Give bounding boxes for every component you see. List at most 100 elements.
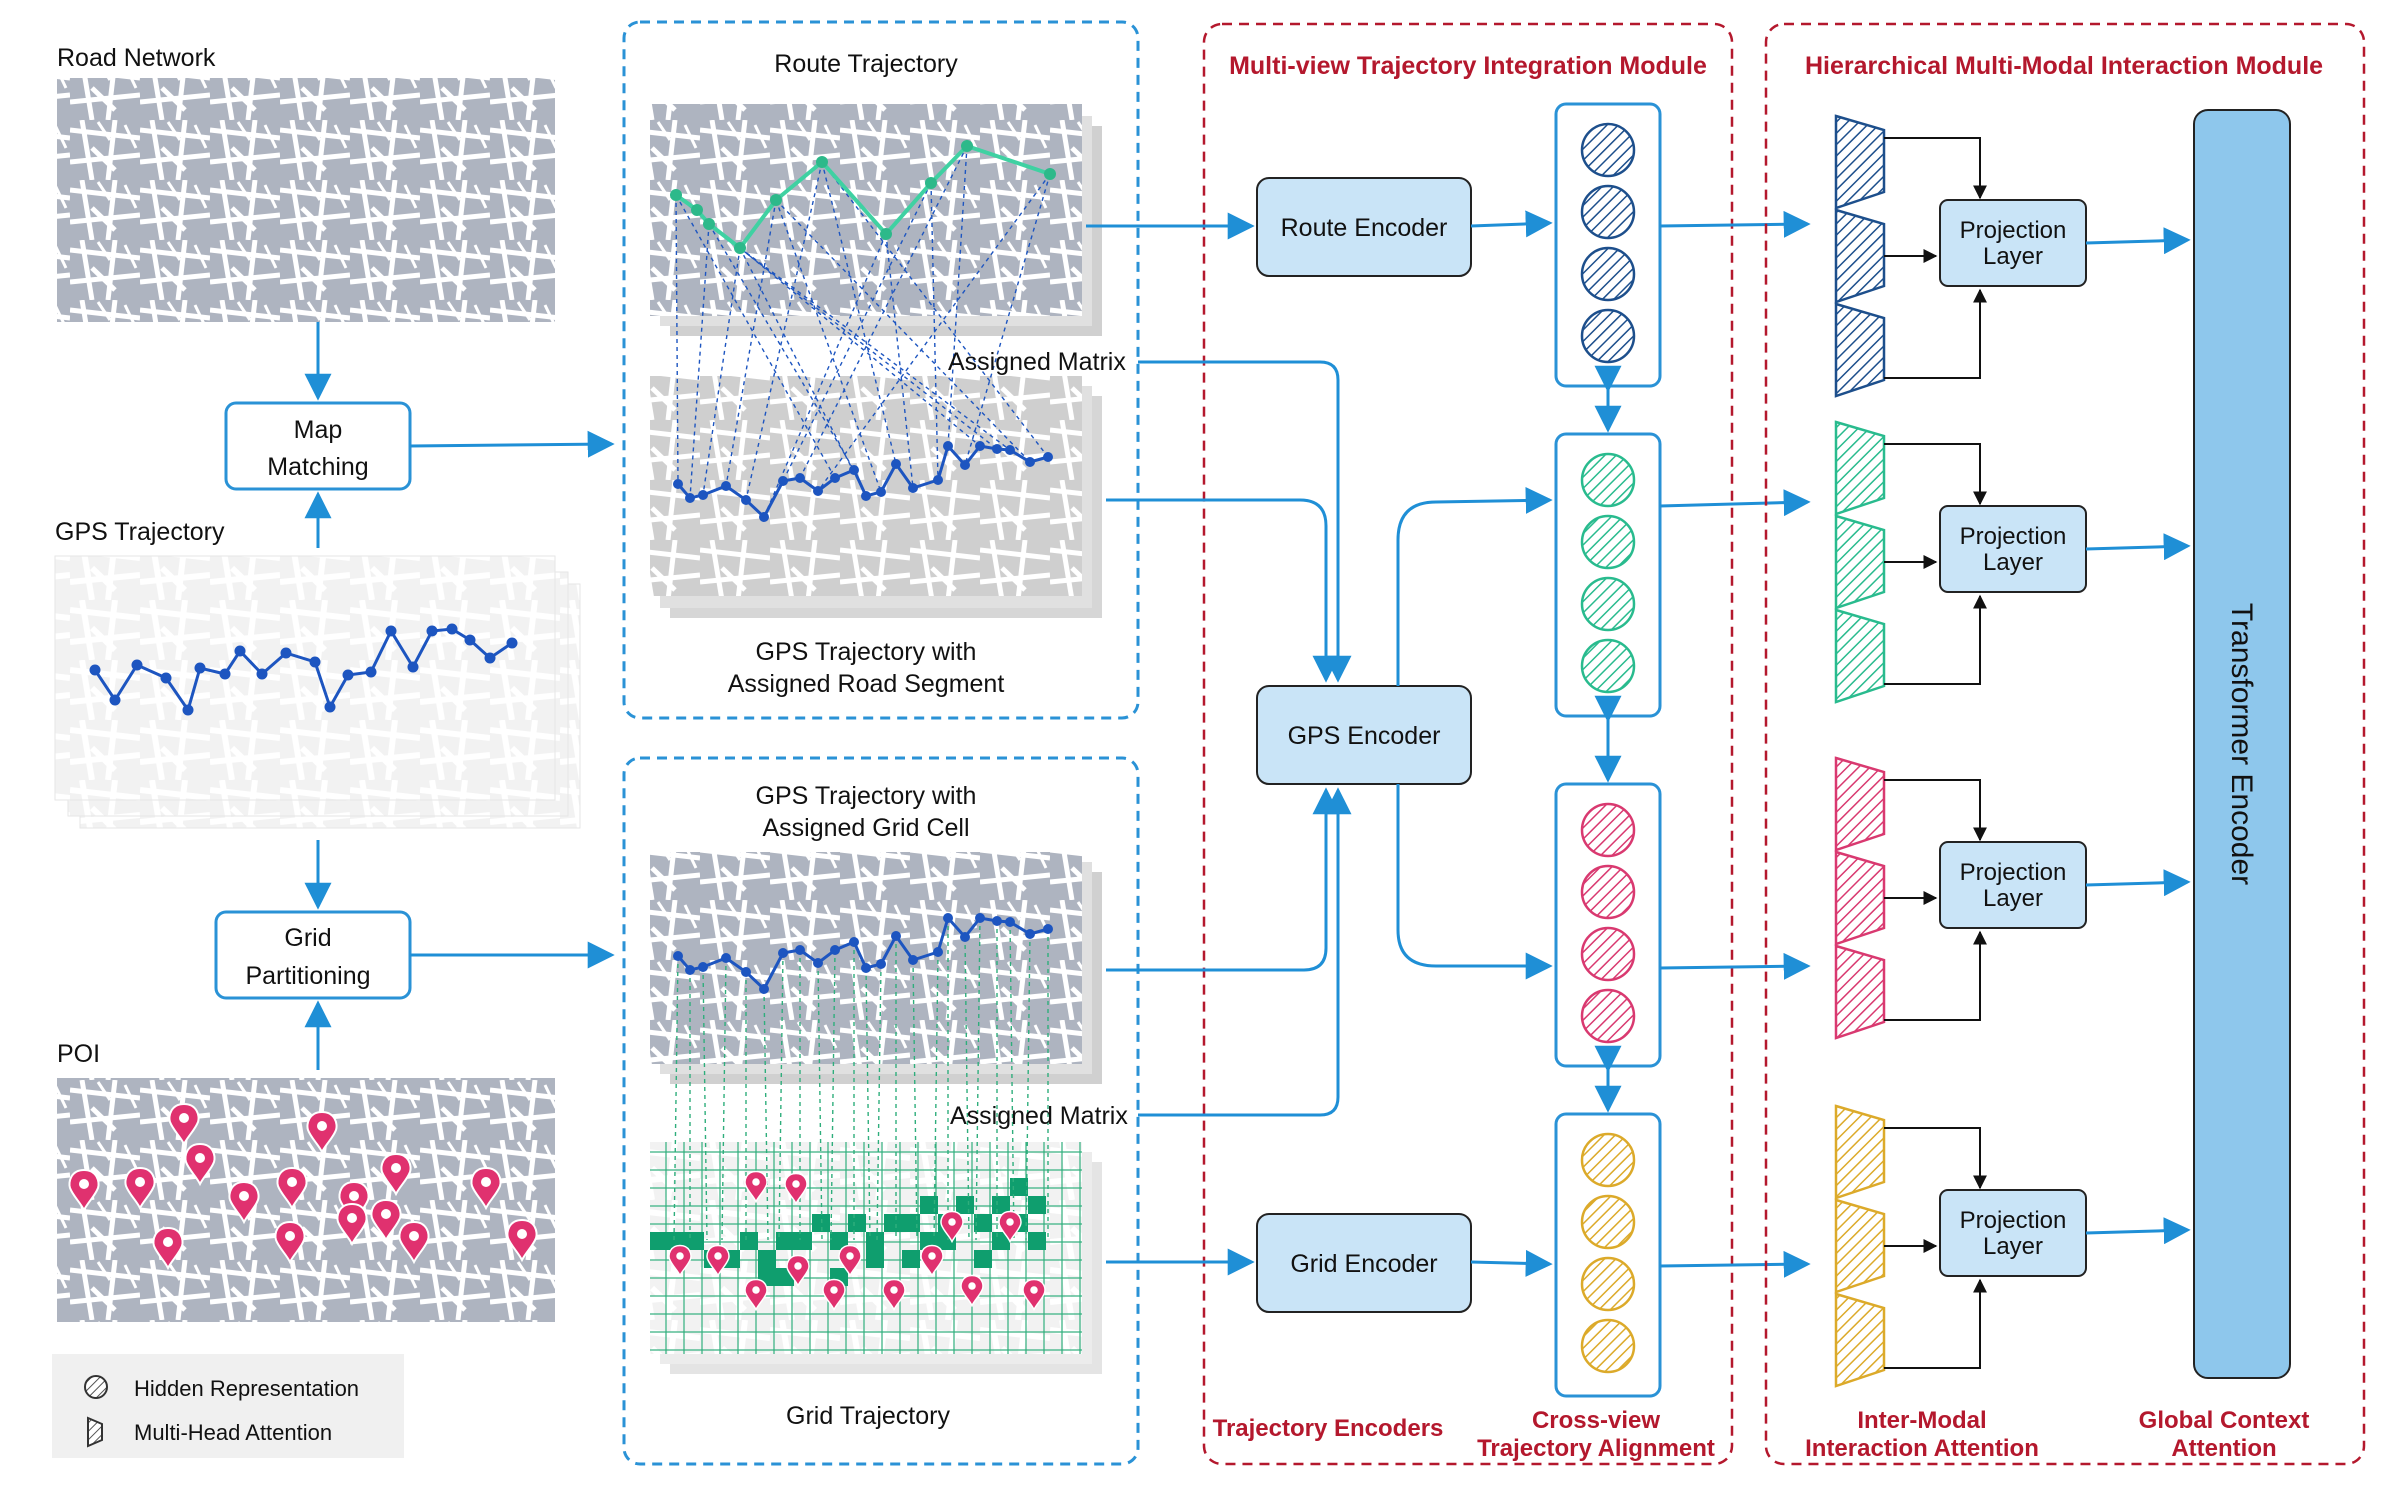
interaction-module-title: Hierarchical Multi-Modal Interaction Mod… <box>1805 52 2323 80</box>
gps-road-map-stack <box>650 376 1102 618</box>
grid-cell <box>884 1214 902 1232</box>
gps-point <box>194 662 206 674</box>
gps-grid-point <box>861 963 871 973</box>
projection-layer-label: Projection <box>1960 523 2067 550</box>
projection-layer-label: Projection <box>1960 217 2067 244</box>
inter-modal-label-2: Interaction Attention <box>1805 1435 2039 1462</box>
gps-point <box>426 625 438 637</box>
hidden-column-route <box>1554 102 1662 388</box>
grid-cell <box>650 1232 668 1250</box>
grid-cell <box>848 1214 866 1232</box>
gps-point <box>131 659 143 671</box>
gps-road-point <box>685 493 695 503</box>
road-network-map <box>57 78 555 322</box>
grid-cell <box>902 1250 920 1268</box>
gps-point <box>309 656 321 668</box>
grid-cell <box>974 1214 992 1232</box>
route-assignment-link <box>708 223 998 450</box>
gps-road-point <box>1005 445 1015 455</box>
gps-road-point <box>759 512 769 522</box>
hidden-representation-circle <box>1580 638 1636 694</box>
projection-layer-label: Layer <box>1983 549 2043 576</box>
gps-grid-point <box>992 916 1002 926</box>
grid-encoder-label: Grid Encoder <box>1290 1250 1437 1278</box>
gps-point <box>506 637 518 649</box>
attention-connector <box>1884 443 1987 506</box>
assigned-matrix-top-label: Assigned Matrix <box>948 348 1126 376</box>
gps-trajectory-label: GPS Trajectory <box>55 518 225 546</box>
cross-view-label-2: Trajectory Alignment <box>1477 1435 1715 1462</box>
gps-road-point <box>908 483 918 493</box>
route-point <box>770 194 782 206</box>
route-assignment-link <box>775 199 1031 463</box>
arrow-poi-to-attention <box>1659 1250 1811 1278</box>
hidden-column-gps <box>1554 432 1662 718</box>
projection-layer-label: Layer <box>1983 1233 2043 1260</box>
hidden-representation-circle <box>1580 514 1636 570</box>
gps-point <box>446 623 458 635</box>
grid-cell <box>776 1232 794 1250</box>
multi-head-attention-icon <box>1834 1198 1886 1294</box>
gps-encoder-box: GPS Encoder <box>1256 685 1472 785</box>
route-point <box>670 189 682 201</box>
transformer-encoder: Transformer Encoder <box>2193 109 2291 1379</box>
hidden-representation-icon <box>84 1375 108 1399</box>
grid-assignment-link <box>1009 921 1015 1241</box>
multi-head-attention-icon <box>1834 114 1886 210</box>
grid-cell <box>902 1214 920 1232</box>
hidden-representation-circle <box>1580 1194 1636 1250</box>
route-assignment-link <box>675 194 679 485</box>
grid-assignment-link <box>964 936 970 1241</box>
gps-grid-point <box>1005 917 1015 927</box>
grid-cell <box>866 1250 884 1268</box>
gps-grid-map-stack <box>650 852 1102 1084</box>
grid-cell <box>758 1250 776 1268</box>
grid-cell <box>830 1232 848 1250</box>
grid-cell <box>794 1232 812 1250</box>
gps-point <box>385 625 397 637</box>
grid-partitioning-box: Grid Partitioning <box>214 910 412 1000</box>
gps-road-point <box>1043 452 1053 462</box>
gps-grid-point <box>813 958 823 968</box>
gps-grid-point <box>1025 929 1035 939</box>
hidden-representation-circle <box>1580 864 1636 920</box>
assigned-matrix-bottom-label: Assigned Matrix <box>950 1102 1128 1130</box>
inter-modal-label-1: Inter-Modal <box>1857 1407 1986 1434</box>
gps-grid-point <box>759 984 769 994</box>
grid-cell <box>974 1250 992 1268</box>
route-assignment-link <box>745 161 823 501</box>
attention-connector <box>1884 930 1987 1021</box>
arrow-route-encoder-out <box>1470 210 1553 238</box>
gps-road-point <box>943 441 953 451</box>
integration-module-title: Multi-view Trajectory Integration Module <box>1229 52 1707 80</box>
gps-grid-point <box>741 967 751 977</box>
route-point <box>925 177 937 189</box>
gps-road-point <box>721 481 731 491</box>
multi-head-attention-icon <box>1834 944 1886 1040</box>
gps-grid-point <box>943 913 953 923</box>
gps-grid-point <box>721 953 731 963</box>
map-matching-label-1: Map <box>294 416 343 444</box>
grid-assignment-link <box>975 917 981 1241</box>
legend: Hidden Representation Multi-Head Attenti… <box>52 1354 404 1458</box>
route-view-panel <box>622 20 1140 720</box>
grid-assignment-link <box>865 967 871 1241</box>
trajectory-encoders-label: Trajectory Encoders <box>1213 1415 1444 1442</box>
route-point <box>961 140 973 152</box>
grid-assignment-link <box>817 962 823 1241</box>
interaction-module-panel <box>1764 22 2366 1466</box>
route-assignment-link <box>739 247 867 497</box>
gps-road-caption-1: GPS Trajectory with <box>756 638 977 666</box>
route-point <box>734 242 746 254</box>
global-context-label-2: Attention <box>2171 1435 2276 1462</box>
multi-head-attention-icon <box>1834 756 1886 852</box>
gps-grid-point <box>778 948 788 958</box>
hidden-representation-circle <box>1580 1318 1636 1374</box>
route-assignment-link <box>947 145 968 447</box>
gps-grid-point <box>908 955 918 965</box>
integration-module-panel <box>1202 22 1734 1466</box>
gps-road-point <box>698 490 708 500</box>
route-assignment-link <box>930 182 939 481</box>
arrow-projection-to-transformer <box>2085 1217 2191 1245</box>
gps-road-point <box>1025 457 1035 467</box>
